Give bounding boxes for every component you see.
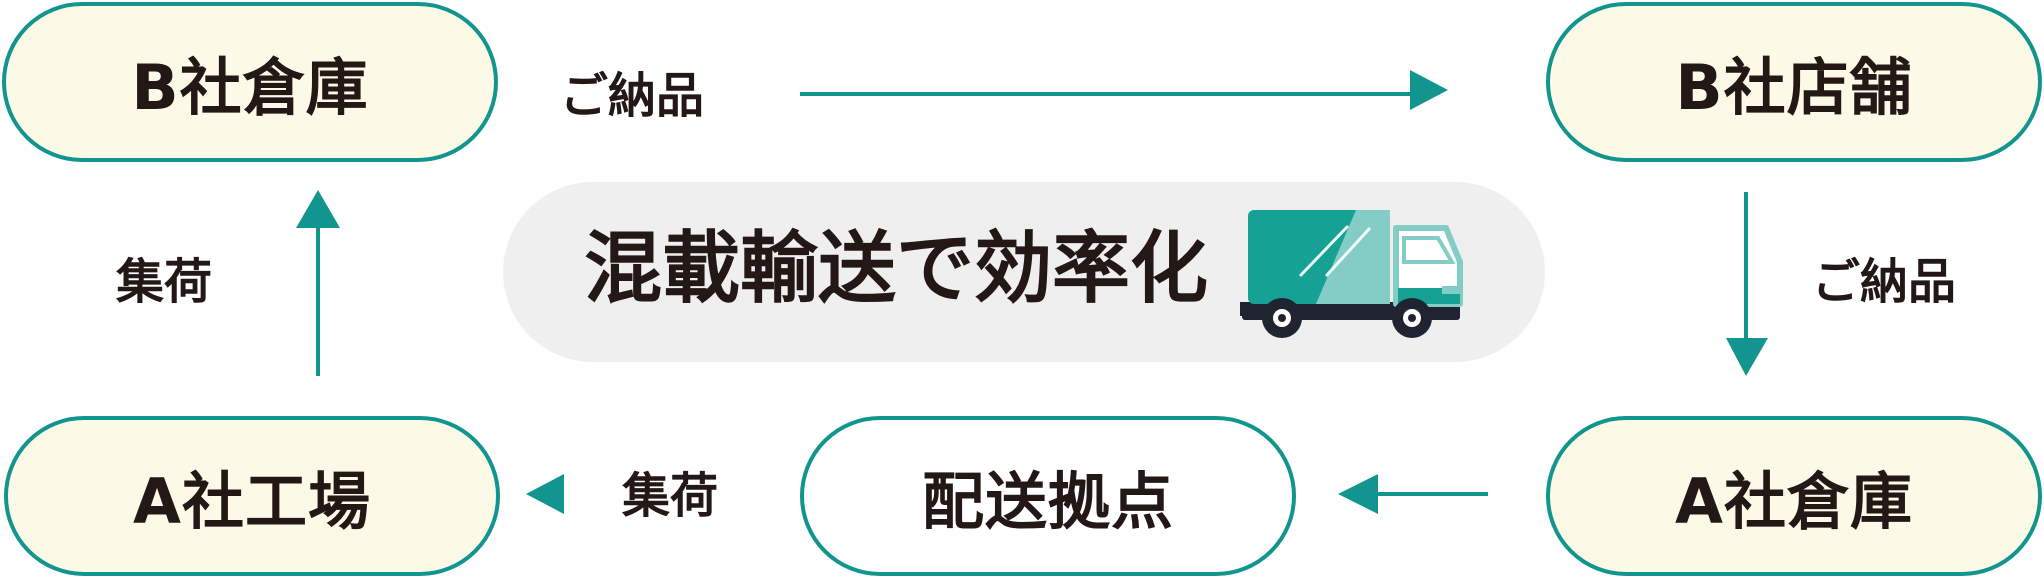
arrow-bottom-left [526,474,564,514]
node-b-warehouse: B社倉庫 [2,2,498,162]
arrow-bottom-right [1338,474,1488,514]
edge-label-right: ご納品 [1812,254,1957,310]
node-a-factory: A社工場 [4,416,500,576]
edge-label-top: ご納品 [560,68,705,124]
arrow-top [800,70,1448,110]
edge-label-left: 集荷 [116,254,213,310]
arrow-left [296,190,340,376]
edge-label-bottom: 集荷 [622,468,719,524]
node-a-warehouse: A社倉庫 [1546,416,2042,576]
node-b-store: B社店舗 [1546,2,2042,162]
node-delivery-hub: 配送拠点 [800,416,1296,576]
arrow-right [1726,192,1768,376]
banner-title: 混載輸送で効率化 [584,224,1209,314]
